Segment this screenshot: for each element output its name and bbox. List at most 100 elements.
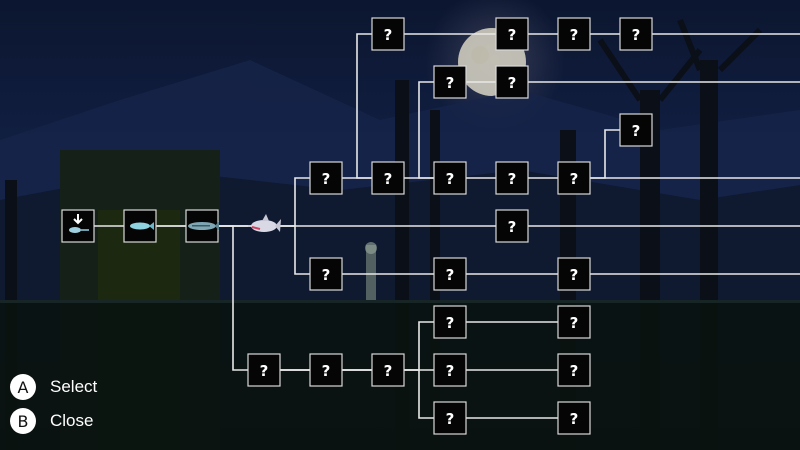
unknown-fish-node[interactable]: ? [557,161,591,195]
lure-icon [69,214,89,233]
tree-edge [218,225,310,275]
question-mark-icon: ? [322,362,331,380]
node-frame [433,257,467,291]
question-mark-icon: ? [508,26,517,44]
ghost-figure [366,245,376,300]
node-frame [495,209,529,243]
question-mark-icon: ? [322,170,331,188]
shark-fish-icon [251,214,281,232]
unknown-fish-node[interactable]: ? [371,353,405,387]
tree-edge [280,369,434,419]
question-mark-icon: ? [446,410,455,428]
unknown-fish-node[interactable]: ? [619,113,653,147]
unknown-fish-node[interactable]: ? [433,401,467,435]
unknown-fish-node[interactable]: ? [557,353,591,387]
node-frame [247,353,281,387]
unknown-fish-node[interactable]: ? [309,161,343,195]
tree-edge [280,321,434,371]
question-mark-icon: ? [446,266,455,284]
unknown-fish-node[interactable]: ? [495,65,529,99]
node-frame [557,401,591,435]
tree-edge [356,33,404,179]
tree-edge [156,225,248,371]
fish-node-shark[interactable] [251,214,281,232]
unknown-fish-node[interactable]: ? [619,17,653,51]
tree-edge [590,129,620,179]
node-frame [371,161,405,195]
node-frame [495,17,529,51]
node-frame [557,353,591,387]
tree-nodes: ?????????????????????????????? [61,17,653,435]
unknown-fish-node[interactable]: ? [309,257,343,291]
node-frame [433,353,467,387]
close-label: Close [50,411,94,430]
question-mark-icon: ? [570,314,579,332]
controls-legend: A Select B Close [10,370,97,438]
question-mark-icon: ? [508,170,517,188]
question-mark-icon: ? [632,122,641,140]
question-mark-icon: ? [384,362,393,380]
node-frame [433,65,467,99]
b-button-icon: B [10,408,36,434]
unknown-fish-node[interactable]: ? [557,17,591,51]
question-mark-icon: ? [570,170,579,188]
node-frame [495,65,529,99]
node-frame [371,17,405,51]
unknown-fish-node[interactable]: ? [371,161,405,195]
unknown-fish-node[interactable]: ? [433,305,467,339]
unknown-fish-node[interactable]: ? [495,161,529,195]
fish-node-fish1[interactable] [123,209,157,243]
node-frame [309,353,343,387]
control-select[interactable]: A Select [10,370,97,404]
node-frame [371,353,405,387]
question-mark-icon: ? [384,170,393,188]
small-fish-icon [130,222,154,230]
node-frame [557,161,591,195]
unknown-fish-node[interactable]: ? [557,401,591,435]
control-close[interactable]: B Close [10,404,97,438]
node-frame [309,257,343,291]
question-mark-icon: ? [570,26,579,44]
node-frame [433,161,467,195]
unknown-fish-node[interactable]: ? [433,161,467,195]
question-mark-icon: ? [446,314,455,332]
node-frame [619,17,653,51]
node-frame [619,113,653,147]
tree-connections [94,33,800,419]
node-frame [433,305,467,339]
node-frame [557,305,591,339]
fish-node-root[interactable] [61,209,95,243]
node-frame [495,161,529,195]
unknown-fish-node[interactable]: ? [433,65,467,99]
unknown-fish-node[interactable]: ? [247,353,281,387]
question-mark-icon: ? [570,362,579,380]
pike-fish-icon [188,221,219,231]
question-mark-icon: ? [508,74,517,92]
question-mark-icon: ? [446,74,455,92]
question-mark-icon: ? [508,218,517,236]
select-label: Select [50,377,98,396]
unknown-fish-node[interactable]: ? [309,353,343,387]
question-mark-icon: ? [632,26,641,44]
node-frame [557,17,591,51]
fish-node-fish2[interactable] [185,209,219,243]
unknown-fish-node[interactable]: ? [495,17,529,51]
unknown-fish-node[interactable]: ? [557,305,591,339]
node-frame [309,161,343,195]
node-frame [557,257,591,291]
question-mark-icon: ? [260,362,269,380]
question-mark-icon: ? [322,266,331,284]
node-frame [433,401,467,435]
a-button-icon: A [10,374,36,400]
unknown-fish-node[interactable]: ? [433,353,467,387]
question-mark-icon: ? [384,26,393,44]
unknown-fish-node[interactable]: ? [433,257,467,291]
question-mark-icon: ? [570,410,579,428]
question-mark-icon: ? [446,170,455,188]
unknown-fish-node[interactable]: ? [371,17,405,51]
question-mark-icon: ? [570,266,579,284]
question-mark-icon: ? [446,362,455,380]
unknown-fish-node[interactable]: ? [495,209,529,243]
unknown-fish-node[interactable]: ? [557,257,591,291]
